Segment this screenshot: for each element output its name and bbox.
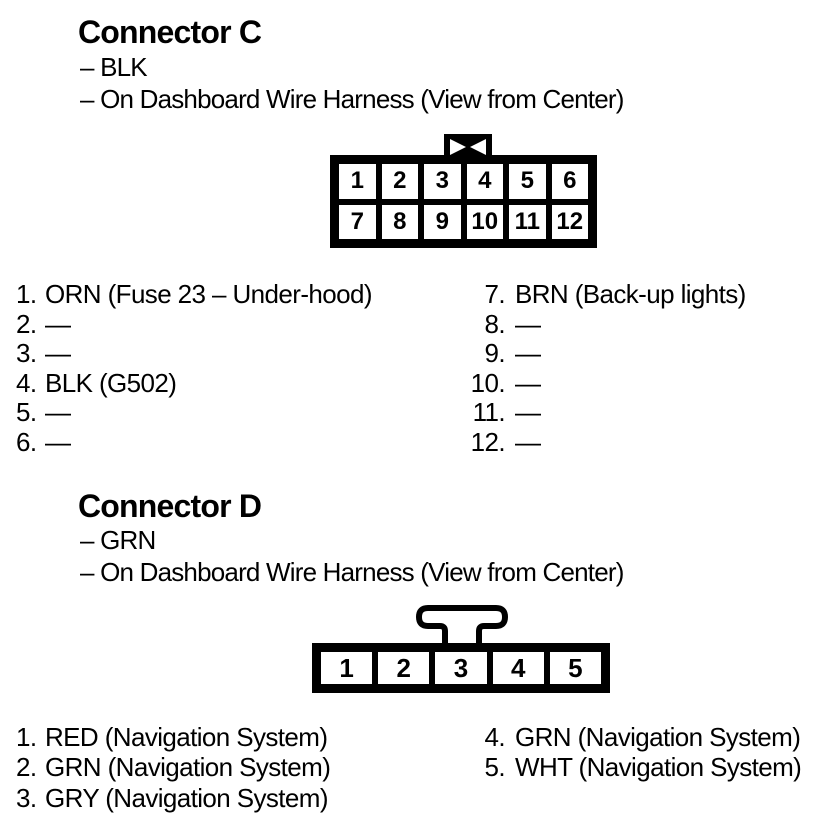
pin-number: 3. xyxy=(16,782,37,813)
pin-cell-4: 4 xyxy=(466,164,503,199)
pin-row: 4. GRN (Navigation System) xyxy=(455,722,801,752)
pin-row: 2. GRN (Navigation System) xyxy=(16,752,331,783)
pin-row: 3. GRY (Navigation System) xyxy=(16,783,330,813)
connector-c-title: Connector C xyxy=(78,14,262,50)
pin-cell-2: 2 xyxy=(378,652,430,684)
pin-number: 1. xyxy=(16,279,37,309)
pin-label: ORN (Fuse 23 – Under-hood) xyxy=(45,279,372,309)
pin-label: — xyxy=(45,308,71,339)
pin-number: 1. xyxy=(16,722,37,752)
pin-number: 9. xyxy=(484,338,506,369)
pin-label: GRN (Navigation System) xyxy=(515,722,801,752)
pin-row: 9. — xyxy=(455,338,746,368)
pin-label: WHT (Navigation System) xyxy=(515,752,802,783)
connector-d-color-note: – GRN xyxy=(80,525,156,555)
pin-row: 12. — xyxy=(455,427,746,457)
connector-d-pin-list-left: 1. RED (Navigation System) 2. GRN (Navigati… xyxy=(16,722,331,813)
pin-label: — xyxy=(515,397,541,428)
pin-label: BRN (Back-up lights) xyxy=(515,279,746,309)
pin-number: 4. xyxy=(484,722,506,752)
pin-number: 4. xyxy=(16,367,37,398)
pin-label: — xyxy=(515,426,541,457)
pin-cell-2: 2 xyxy=(381,164,418,199)
pin-label: RED (Navigation System) xyxy=(45,722,328,752)
pin-number: 2. xyxy=(16,752,37,783)
pin-cell-6: 6 xyxy=(551,164,588,199)
pin-label: GRY (Navigation System) xyxy=(45,782,329,813)
pin-number: 2. xyxy=(16,308,37,339)
pin-row: 8. — xyxy=(455,309,746,339)
pin-label: BLK (G502) xyxy=(45,367,177,398)
pin-label: — xyxy=(45,397,71,428)
pin-cell-5: 5 xyxy=(509,164,546,199)
pin-label: — xyxy=(515,308,541,339)
pin-label: — xyxy=(515,338,541,369)
pin-cell-5: 5 xyxy=(549,652,601,684)
pin-row: 2. — xyxy=(16,309,372,339)
pin-cell-7: 7 xyxy=(339,204,376,239)
pin-cell-4: 4 xyxy=(492,652,544,684)
connector-d-title: Connector D xyxy=(78,488,262,524)
pin-number: 7. xyxy=(484,279,506,309)
pin-number: 3. xyxy=(16,338,37,369)
pin-cell-10: 10 xyxy=(466,204,503,239)
t-shaped-latch-icon xyxy=(416,605,508,645)
pin-row: 5. — xyxy=(16,397,372,427)
pin-number: 11. xyxy=(472,397,506,428)
pin-number: 8. xyxy=(484,308,506,339)
pin-cell-1: 1 xyxy=(339,164,376,199)
pin-cell-1: 1 xyxy=(321,652,373,684)
pin-row: 6. — xyxy=(16,427,372,457)
connector-c-color-note: – BLK xyxy=(80,52,148,82)
pin-number: 12. xyxy=(470,426,506,457)
pin-row: 1. RED (Navigation System) xyxy=(16,722,330,752)
pin-cell-9: 9 xyxy=(424,204,461,239)
pin-label: — xyxy=(515,367,541,398)
pin-number: 10. xyxy=(470,367,506,398)
pin-cell-12: 12 xyxy=(551,204,588,239)
pin-row: 7. BRN (Back-up lights) xyxy=(455,279,747,309)
pin-row: 1. ORN (Fuse 23 – Under-hood) xyxy=(16,279,372,309)
pin-number: 6. xyxy=(16,426,37,457)
pin-cell-8: 8 xyxy=(381,204,418,239)
pin-cell-11: 11 xyxy=(509,204,546,239)
connector-d-pin-list-right: 4. GRN (Navigation System) 5. WHT (Navigati… xyxy=(455,722,802,783)
pin-number: 5. xyxy=(16,397,37,428)
pin-row: 10. — xyxy=(455,368,746,398)
connector-d-location-note: – On Dashboard Wire Harness (View from C… xyxy=(80,557,624,587)
pin-cell-3: 3 xyxy=(435,652,487,684)
connector-c-pin-list-right: 7. BRN (Back-up lights) 8. — 9. — 10. — 11. — 12. — xyxy=(455,279,747,457)
pin-row: 5. WHT (Navigation System) xyxy=(455,752,802,783)
pin-row: 4. BLK (G502) xyxy=(16,368,372,398)
pin-label: — xyxy=(45,338,71,369)
pin-row: 3. — xyxy=(16,338,372,368)
pin-number: 5. xyxy=(484,752,506,783)
connector-c-pin-list-left: 1. ORN (Fuse 23 – Under-hood) 2. — 3. — 4. BLK … xyxy=(16,279,372,457)
pin-row: 11. — xyxy=(455,397,746,427)
connector-c-location-note: – On Dashboard Wire Harness (View from C… xyxy=(80,84,624,114)
pin-label: GRN (Navigation System) xyxy=(45,752,331,783)
pin-label: — xyxy=(45,426,71,457)
pin-cell-3: 3 xyxy=(424,164,461,199)
